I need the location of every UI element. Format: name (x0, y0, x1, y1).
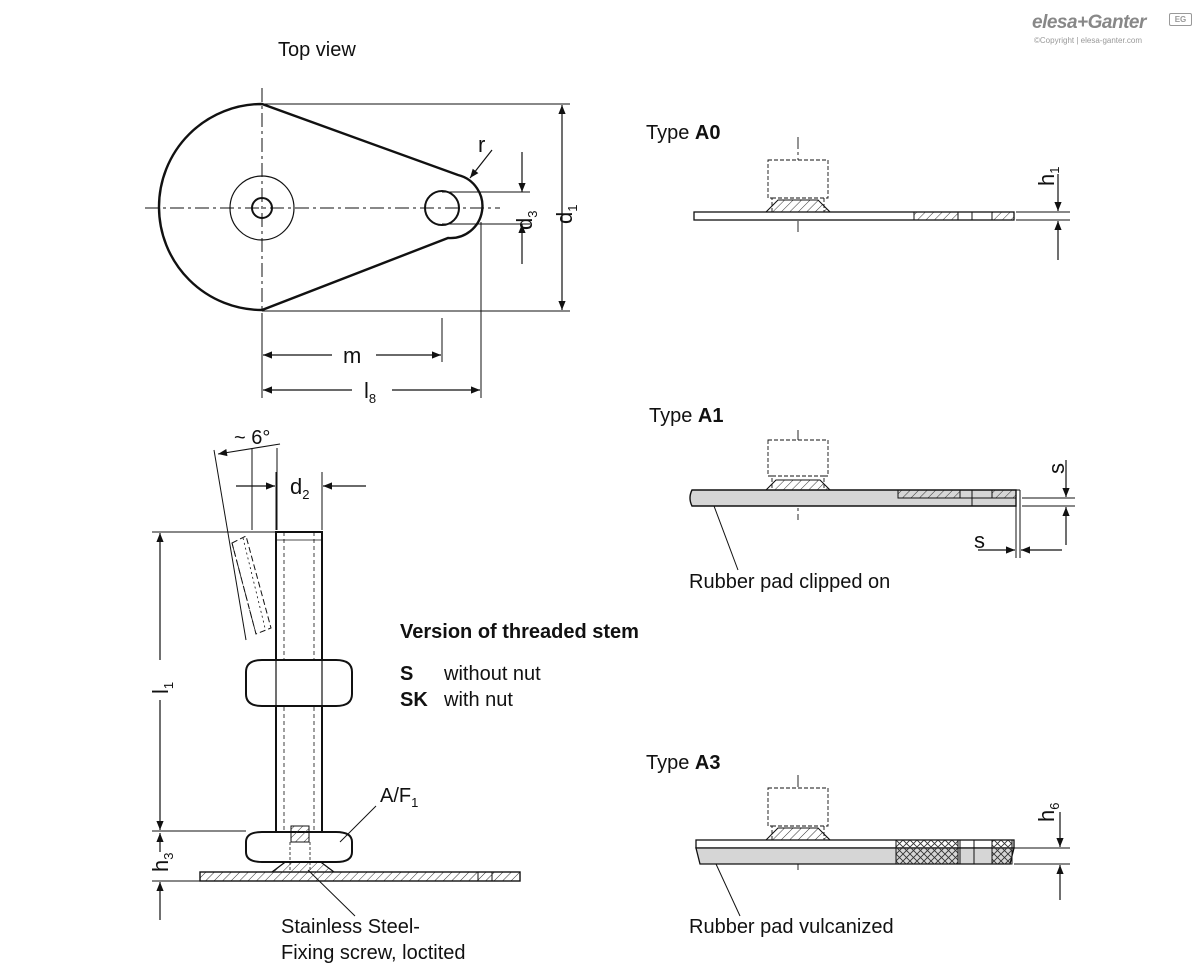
type-a0-title: Type A0 (646, 122, 721, 144)
dim-r: r (478, 132, 486, 157)
hex-collar (245, 831, 353, 863)
side-base-plate (199, 871, 521, 882)
note-rubber-vulcanized: Rubber pad vulcanized (689, 916, 894, 938)
note-screw-line2: Fixing screw, loctited (281, 942, 466, 964)
type-a1-section (689, 430, 1075, 571)
dim-s-vertical: s (1044, 463, 1069, 474)
rubber-pad-vulcanized (695, 847, 1015, 865)
logo-brand: elesa+Ganter (1032, 12, 1146, 33)
dim-l8: l8 (364, 378, 377, 406)
elesa-ganter-logo: elesa+Ganter EG ©Copyright | elesa-gante… (1032, 12, 1192, 46)
type-a3-title: Type A3 (646, 752, 721, 774)
dim-h3: h3 (148, 852, 176, 872)
dim-d3: d3 (512, 210, 540, 230)
legend-item-code: SK (400, 689, 428, 711)
legend-item-desc: without nut (444, 663, 541, 685)
stem-version-legend: Version of threaded stem S without nut S… (400, 622, 639, 716)
note-rubber-clipped: Rubber pad clipped on (689, 571, 891, 593)
type-a1-title: Type A1 (649, 405, 724, 427)
base-plate-outline (157, 102, 484, 312)
dim-l1: l1 (148, 681, 176, 694)
dim-d2: d2 (290, 474, 310, 502)
legend-title: Version of threaded stem (400, 621, 639, 643)
legend-item-desc: with nut (444, 689, 513, 711)
dim-d1: d1 (552, 204, 580, 224)
type-a3-section (695, 775, 1070, 917)
type-a0-section (693, 137, 1070, 260)
dim-m: m (343, 343, 362, 368)
top-view (145, 88, 570, 398)
dim-angle: ~ 6° (234, 427, 271, 449)
legend-item: S without nut (400, 664, 639, 690)
dim-h6: h6 (1034, 802, 1062, 822)
hex-nut (245, 659, 353, 707)
logo-badge: EG (1169, 13, 1192, 26)
side-view (152, 443, 521, 920)
dim-af1: A/F1 (380, 785, 419, 810)
legend-item-code: S (400, 663, 414, 685)
dim-h1: h1 (1034, 166, 1062, 186)
dim-s-horizontal: s (974, 528, 985, 553)
legend-item: SK with nut (400, 690, 639, 716)
top-view-title: Top view (278, 39, 356, 61)
note-screw-line1: Stainless Steel- (281, 916, 420, 938)
logo-copyright: ©Copyright | elesa-ganter.com (1034, 36, 1143, 45)
